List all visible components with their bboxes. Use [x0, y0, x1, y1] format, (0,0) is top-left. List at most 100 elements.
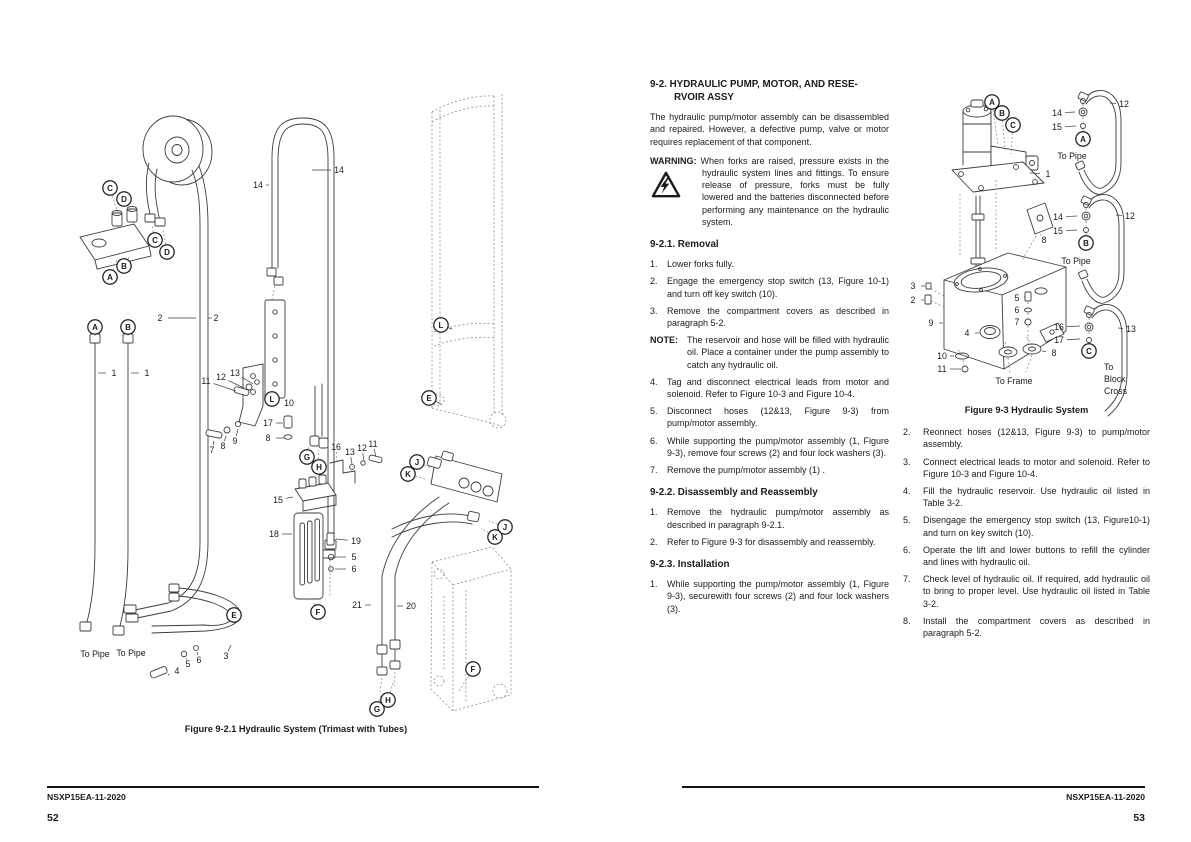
page-right: 9-2. HYDRAULIC PUMP, MOTOR, AND RESE- RV… [630, 0, 1191, 842]
callout-h: H [311, 449, 327, 475]
item-number: 5. [650, 406, 658, 417]
list-item: 2.Reonnect hoses (12&13, Figure 9-3) to … [903, 426, 1150, 450]
callout-j: J [409, 454, 432, 470]
svg-text:8: 8 [1042, 235, 1047, 245]
part-label-to-pipe: To Pipe [80, 649, 109, 659]
svg-text:To Pipe: To Pipe [116, 648, 145, 658]
svg-text:7: 7 [1015, 317, 1020, 327]
callout-c: C [1005, 117, 1021, 155]
svg-text:12: 12 [357, 443, 367, 453]
svg-text:A: A [92, 323, 98, 332]
svg-text:6: 6 [1015, 305, 1020, 315]
text-column-left: 9-2. HYDRAULIC PUMP, MOTOR, AND RESE- RV… [650, 79, 889, 620]
svg-text:H: H [316, 463, 322, 472]
callout-a: A [87, 319, 103, 336]
svg-text:D: D [164, 248, 170, 257]
svg-text:12: 12 [1119, 99, 1129, 109]
footer-rule-right [682, 786, 1145, 788]
subsection-title-installation: 9-2.3. Installation [650, 559, 730, 571]
svg-text:9: 9 [929, 318, 934, 328]
continued-steps: 2.Reonnect hoses (12&13, Figure 9-3) to … [903, 426, 1150, 639]
svg-text:1: 1 [145, 368, 150, 378]
svg-text:18: 18 [269, 529, 279, 539]
callout-c: C [147, 225, 163, 248]
part-label-14: 14 [312, 165, 344, 175]
callout-k: K [480, 527, 503, 545]
part-label-17: 17 [1054, 335, 1081, 345]
part-label-5: 5 [335, 552, 357, 562]
svg-text:13: 13 [230, 368, 240, 378]
part-label-9: 9 [929, 318, 943, 328]
item-number: 1. [650, 579, 658, 590]
svg-text:15: 15 [1053, 226, 1063, 236]
callout-h: H [380, 682, 396, 708]
svg-text:11: 11 [201, 376, 210, 386]
part-label-cross: Cross [1104, 386, 1128, 396]
callout-b: B [116, 255, 132, 274]
list-item: 3. Remove the compartment covers as descr… [650, 305, 889, 329]
section-heading-line1: 9-2. HYDRAULIC PUMP, MOTOR, AND RESE- [650, 79, 858, 90]
svg-text:F: F [471, 665, 476, 674]
callout-f: F [310, 600, 326, 620]
subsection-title-disassembly: 9-2.2. Disassembly and Reassembly [650, 487, 818, 499]
removal-steps: 1.Lower forks fully.2.Engage the emergen… [650, 258, 889, 476]
item-text: Connect electrical leads to motor and so… [923, 456, 1150, 479]
svg-text:16: 16 [1054, 322, 1064, 332]
svg-text:7: 7 [210, 445, 215, 455]
carriage-frame-outline [271, 285, 512, 712]
item-text: Reonnect hoses (12&13, Figure 9-3) to pu… [923, 427, 1150, 450]
part-label-9: 9 [233, 428, 239, 446]
part-label-14: 14 [1053, 212, 1078, 222]
item-number: NOTE: [650, 335, 678, 346]
item-text: Remove the compartment covers as describ… [667, 305, 889, 329]
svg-text:2: 2 [911, 295, 916, 305]
part-label-to-frame: To Frame [995, 376, 1032, 386]
list-item: 6.While supporting the pump/motor assemb… [650, 435, 889, 459]
svg-text:14: 14 [334, 165, 344, 175]
svg-text:20: 20 [406, 601, 416, 611]
callout-b: B [120, 319, 136, 336]
svg-text:4: 4 [175, 666, 180, 676]
item-number: 3. [650, 305, 658, 316]
part-label-2: 2 [158, 313, 196, 323]
callout-d: D [159, 229, 175, 260]
list-item: 2.Engage the emergency stop switch (13, … [650, 275, 889, 299]
list-item: 4.Fill the hydraulic reservoir. Use hydr… [903, 485, 1150, 509]
reference-dashes [930, 104, 1090, 375]
part-label-2: 2 [911, 295, 924, 305]
item-number: 3. [903, 456, 911, 467]
svg-text:1: 1 [1046, 169, 1051, 179]
svg-text:8: 8 [266, 433, 271, 443]
item-number: 4. [903, 486, 911, 497]
part-label-6: 6 [197, 651, 202, 665]
part-label-4: 4 [965, 328, 979, 338]
item-text: Disengage the emergency stop switch (13,… [923, 515, 1150, 538]
warning-triangle-icon [651, 171, 681, 202]
part-label-10: 10 [937, 351, 954, 361]
section-heading: 9-2. HYDRAULIC PUMP, MOTOR, AND RESE- RV… [650, 79, 889, 104]
svg-text:12: 12 [216, 372, 226, 382]
svg-text:Block: Block [1104, 374, 1126, 384]
part-label-3: 3 [911, 281, 925, 291]
callout-e: E [421, 390, 442, 406]
callout-b: B [994, 105, 1010, 151]
item-text: Operate the lift and lower buttons to re… [923, 544, 1150, 568]
svg-text:3: 3 [224, 651, 229, 661]
part-label-18: 18 [269, 529, 292, 539]
svg-text:5: 5 [352, 552, 357, 562]
part-label-15: 15 [1052, 122, 1077, 132]
part-label-1: 1 [1029, 169, 1051, 179]
part-label-13: 13 [1117, 324, 1136, 334]
part-label-to: To [1104, 362, 1113, 372]
svg-text:16: 16 [331, 442, 341, 452]
part-label-1: 1 [98, 368, 117, 378]
list-item: 7.Remove the pump/motor assembly (1) . [650, 464, 889, 476]
disassembly-steps: 1.Remove the hydraulic pump/motor assemb… [650, 506, 889, 548]
item-text: Remove the hydraulic pump/motor assembly… [667, 507, 889, 530]
intro-paragraph: The hydraulic pump/motor assembly can be… [650, 112, 889, 147]
svg-text:17: 17 [263, 418, 273, 428]
svg-text:To Pipe: To Pipe [80, 649, 109, 659]
svg-text:To: To [1104, 362, 1113, 372]
part-label-11: 11 [201, 376, 237, 392]
item-text: The reservoir and hose will be filled wi… [687, 335, 889, 370]
